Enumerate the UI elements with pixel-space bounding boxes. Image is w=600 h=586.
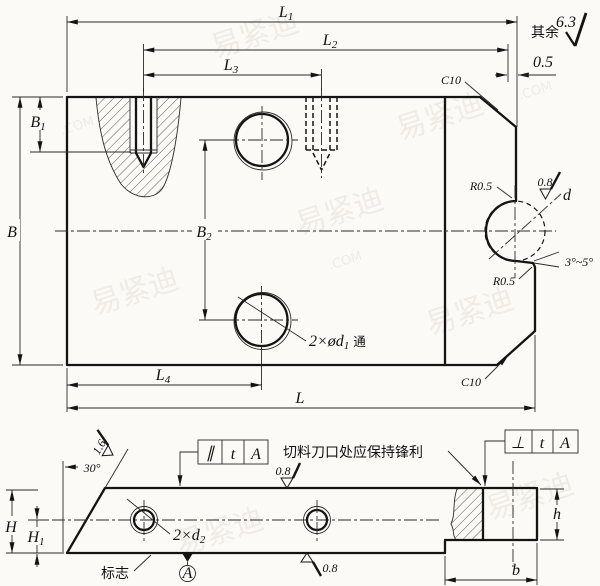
watermark-text: 易紧迪 bbox=[422, 282, 518, 343]
through-hole-lower bbox=[226, 286, 298, 352]
dimension-H1: H1 bbox=[25, 506, 49, 567]
svg-text:B1: B1 bbox=[30, 114, 45, 133]
top-edge-roughness-symbol: 0.8 bbox=[276, 462, 302, 489]
sharp-edge-note: 切料刀口处应保持锋利 bbox=[283, 444, 482, 486]
hidden-hole bbox=[305, 88, 338, 178]
svg-text:3°~5°: 3°~5° bbox=[564, 255, 593, 269]
dimension-L1: L1 bbox=[66, 4, 518, 127]
dimension-B1: B1 bbox=[28, 97, 131, 153]
dimension-L3: L3 bbox=[143, 57, 322, 90]
chamfer-callout-bottom: C10 bbox=[461, 355, 509, 389]
bottom-edge-roughness-symbol: 0.8 bbox=[300, 552, 338, 577]
svg-text:L2: L2 bbox=[322, 32, 338, 51]
svg-text:H1: H1 bbox=[26, 529, 44, 548]
svg-text:30°: 30° bbox=[83, 461, 101, 475]
front-view: 30° 1.6 ∥ t A ⊥ t A bbox=[3, 429, 579, 585]
dimension-b: b bbox=[444, 543, 538, 585]
roughness-check-icon bbox=[565, 12, 588, 47]
pin-hole-right bbox=[303, 500, 331, 541]
svg-text:A: A bbox=[250, 446, 261, 463]
fillet-callout-top: R0.5 bbox=[469, 179, 513, 199]
watermark-text: 易紧迪 bbox=[87, 262, 183, 323]
svg-text:R0.5: R0.5 bbox=[492, 274, 515, 288]
svg-text:A: A bbox=[559, 435, 570, 452]
watermark-text: .COM bbox=[59, 114, 97, 139]
section-break-line bbox=[95, 97, 182, 198]
svg-text:2×d2: 2×d2 bbox=[173, 527, 206, 546]
roughness-symbol: 0.8 bbox=[538, 171, 562, 201]
svg-text:L4: L4 bbox=[155, 367, 171, 386]
svg-text:h: h bbox=[553, 506, 561, 523]
dimension-offset-05: 0.5 bbox=[495, 54, 556, 78]
taper-angle-callout: 3°~5° bbox=[533, 251, 593, 269]
chamfer-callout-top: C10 bbox=[441, 73, 499, 111]
general-roughness-note: 其余 6.3 bbox=[531, 12, 588, 47]
svg-text:⊥: ⊥ bbox=[511, 435, 525, 452]
svg-text:d: d bbox=[563, 187, 572, 204]
svg-text:C10: C10 bbox=[461, 375, 481, 389]
top-view: L1 L2 L3 0.5 B bbox=[4, 4, 593, 412]
watermark-text: .COM bbox=[327, 249, 365, 274]
parallelism-tolerance-frame: ∥ t A bbox=[177, 439, 269, 486]
dimension-L: L bbox=[67, 335, 536, 412]
mark-callout: 标志 bbox=[101, 554, 152, 582]
dimension-H: H bbox=[3, 489, 64, 554]
svg-text:L1: L1 bbox=[278, 4, 293, 23]
svg-text:b: b bbox=[512, 562, 520, 579]
svg-text:C10: C10 bbox=[441, 73, 461, 87]
through-hole-upper bbox=[226, 106, 298, 180]
perpendicularity-tolerance-frame: ⊥ t A bbox=[482, 429, 579, 486]
svg-text:A: A bbox=[182, 565, 193, 582]
svg-text:1.6: 1.6 bbox=[89, 437, 109, 457]
svg-text:标志: 标志 bbox=[101, 566, 129, 582]
svg-text:0.8: 0.8 bbox=[276, 464, 291, 478]
svg-text:6.3: 6.3 bbox=[556, 14, 576, 31]
svg-text:切料刀口处应保持锋利: 切料刀口处应保持锋利 bbox=[283, 444, 423, 461]
dimension-L4: L4 bbox=[66, 348, 262, 412]
dimension-h: h bbox=[540, 488, 564, 541]
fillet-callout-bottom: R0.5 bbox=[492, 266, 533, 288]
svg-text:B2: B2 bbox=[196, 224, 212, 243]
svg-text:t: t bbox=[540, 435, 545, 452]
dimension-L2: L2 bbox=[143, 32, 509, 92]
threaded-hole-section bbox=[129, 88, 158, 176]
svg-text:∥: ∥ bbox=[206, 445, 215, 462]
section-hatch-front bbox=[451, 489, 483, 540]
notch-diameter-callout: d 0.8 bbox=[488, 171, 572, 260]
watermark-text: 易紧迪 bbox=[392, 87, 488, 148]
svg-text:H: H bbox=[4, 519, 18, 536]
dimension-B2: B2 bbox=[192, 139, 234, 321]
slant-roughness-symbol: 1.6 bbox=[89, 429, 114, 457]
pin-hole-left bbox=[130, 500, 158, 541]
datum-feature-symbol: A bbox=[179, 553, 196, 582]
svg-text:B: B bbox=[7, 224, 17, 241]
angle-callout: 30° bbox=[62, 448, 129, 552]
dimension-B: B bbox=[4, 96, 63, 366]
pin-holes-callout: 2×d2 bbox=[126, 498, 206, 546]
svg-text:t: t bbox=[231, 446, 236, 463]
section-break-line-front bbox=[450, 488, 458, 541]
svg-text:其余: 其余 bbox=[531, 24, 559, 41]
svg-text:R0.5: R0.5 bbox=[469, 179, 492, 193]
watermark-text: 易紧迪 bbox=[292, 182, 388, 243]
svg-text:0.8: 0.8 bbox=[538, 175, 553, 189]
watermark-text: .COM bbox=[517, 79, 555, 104]
svg-text:L: L bbox=[295, 390, 305, 407]
svg-text:0.5: 0.5 bbox=[533, 54, 553, 71]
svg-text:L3: L3 bbox=[223, 57, 239, 76]
svg-text:0.8: 0.8 bbox=[323, 561, 338, 575]
